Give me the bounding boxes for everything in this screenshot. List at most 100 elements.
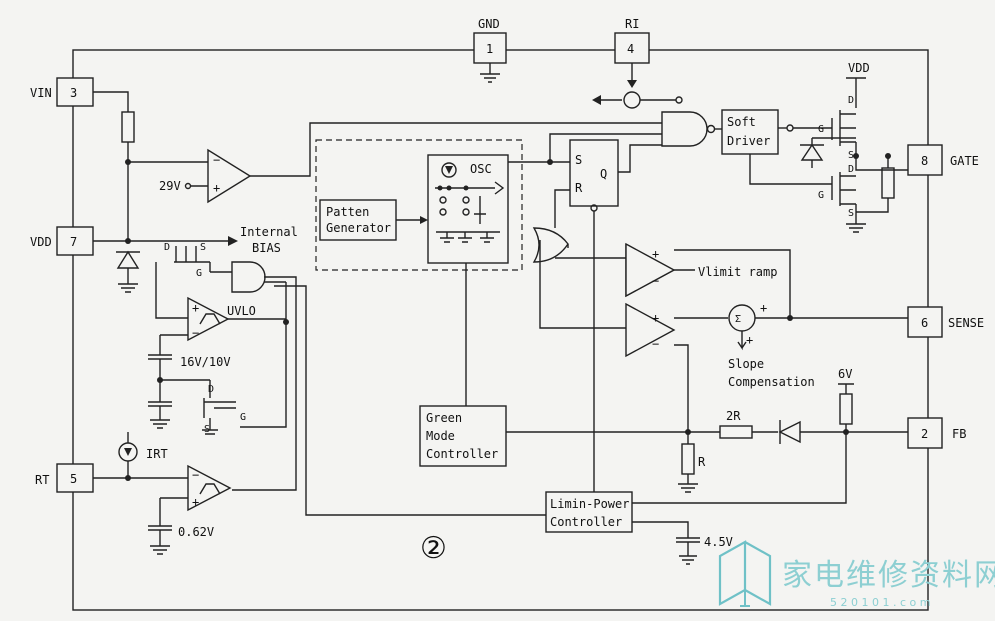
svg-text:D: D [208,384,214,395]
resistor-r [681,443,695,475]
label-bias: BIAS [252,241,281,255]
oscillator-group [315,139,523,271]
svg-text:D: D [164,242,170,253]
figure-number: ② [420,531,447,566]
label-4-5v: 4.5V [704,535,733,549]
label-r: R [698,455,706,469]
pin-gate-label: GATE [950,154,979,168]
label-vdd-top: VDD [848,61,870,75]
pin-fb [907,417,943,449]
svg-text:+: + [192,495,199,509]
pin-sense-number: 6 [921,316,928,330]
label-vlimit-ramp: Vlimit ramp [698,265,777,279]
low-side-mosfet [831,172,856,206]
green-line3: Controller [426,447,498,461]
green-mode-controller-block [419,405,507,467]
resistor-gate [881,167,895,199]
label-0-62v: 0.62V [178,525,214,539]
watermark-brand: 家电维修资料网 [782,558,995,593]
comparator-slope [625,302,676,358]
patten-line2: Generator [326,221,391,235]
slope-summer [728,304,756,332]
label-2r: 2R [726,409,741,423]
limin-line2: Controller [550,515,622,529]
pin-vdd-label: VDD [30,235,52,249]
nand-gate [661,111,708,147]
current-source-ri [623,91,641,109]
svg-text:Σ: Σ [735,314,741,325]
bias-mosfet [174,246,211,272]
pin-rt-label: RT [35,473,49,487]
label-6v: 6V [838,367,852,381]
svg-text:−: − [213,153,220,167]
svg-text:−: − [192,468,199,482]
svg-text:D: D [848,95,854,106]
pin-vin-label: VIN [30,86,52,100]
diode-fb [778,420,801,444]
comparator-vlimit [625,242,676,298]
latch-r: R [575,181,583,195]
pin-vin-number: 3 [70,86,77,100]
pin-ri-label: RI [625,17,639,31]
svg-text:+: + [652,311,659,325]
comparator-29v [207,148,252,204]
pin-sense-label: SENSE [948,316,984,330]
svg-text:+: + [746,333,753,347]
svg-text:−: − [192,326,199,340]
pin-vdd-number: 7 [70,235,77,249]
label-29v: 29V [159,179,181,193]
watermark-site: 5 2 0 1 0 1 . c o m [830,596,930,609]
patten-line1: Patten [326,205,369,219]
limin-power-controller-block [545,491,633,533]
pin-gnd-number: 1 [486,42,493,56]
pin-gate [907,144,943,176]
resistor-2r [719,425,753,439]
gnd-symbol [480,63,500,83]
pin-rt-number: 5 [70,472,77,486]
pin-sense [907,306,943,338]
latch-s: S [575,153,582,167]
pin-fb-number: 2 [921,427,928,441]
label-irt: IRT [146,447,168,461]
slope-line1: Slope [728,357,764,371]
soft-driver-block [721,109,779,155]
svg-text:S: S [848,208,854,219]
pin-gnd-label: GND [478,17,500,31]
or-gate [532,227,569,263]
label-uvlo: UVLO [227,304,256,318]
svg-text:+: + [213,181,220,195]
svg-text:D: D [848,164,854,175]
soft-line1: Soft [727,115,756,129]
svg-text:+: + [760,301,767,315]
uvlo-mosfet [203,380,236,418]
slope-line2: Compensation [728,375,815,389]
label-osc: OSC [470,162,492,176]
pin-ri-number: 4 [627,42,634,56]
high-side-mosfet [831,110,856,146]
svg-text:−: − [652,274,659,288]
comparator-uvlo [187,296,230,342]
pin-rt [56,463,94,493]
resistor-6v [839,393,853,425]
label-internal: Internal [240,225,298,239]
pin-fb-label: FB [952,427,966,441]
and-gate-bias [231,261,266,293]
svg-text:G: G [818,124,824,135]
latch-q: Q [600,167,607,181]
svg-text:+: + [192,301,199,315]
svg-text:−: − [652,337,659,351]
soft-line2: Driver [727,134,770,148]
svg-text:+: + [652,247,659,261]
sr-latch [569,139,619,207]
svg-text:G: G [240,412,246,423]
zener-gate [800,143,824,161]
svg-text:S: S [200,242,206,253]
svg-text:G: G [196,268,202,279]
label-16v-10v: 16V/10V [180,355,231,369]
green-line1: Green [426,411,462,425]
watermark-logo [718,540,772,607]
zener-vdd [116,250,140,269]
limin-line1: Limin-Power [550,497,629,511]
green-line2: Mode [426,429,455,443]
